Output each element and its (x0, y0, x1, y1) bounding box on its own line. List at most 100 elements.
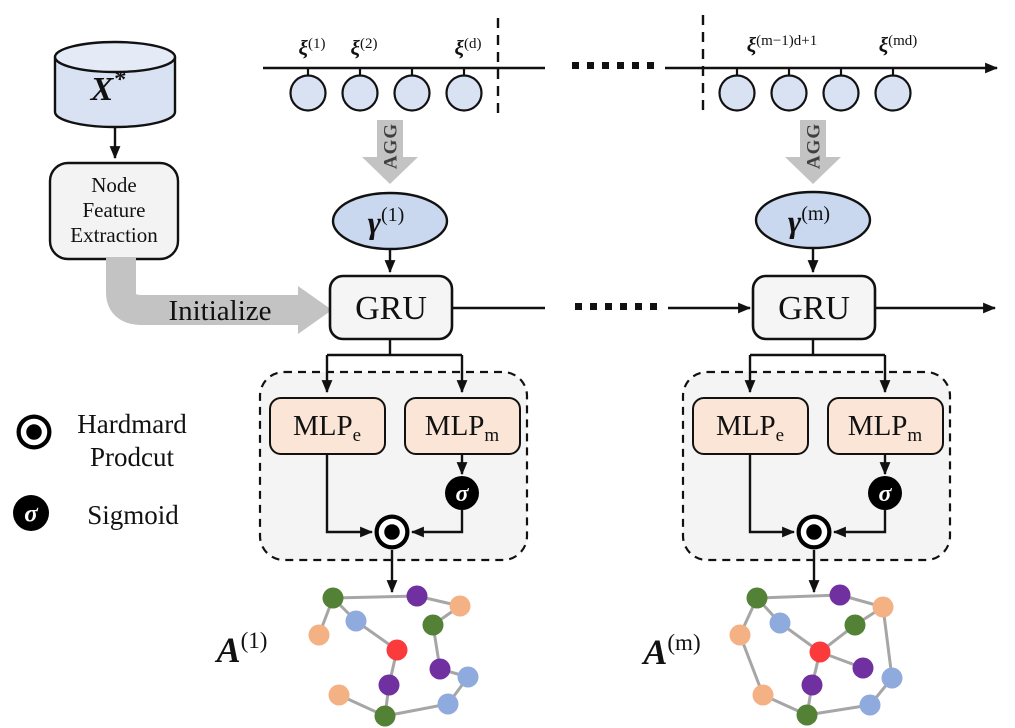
xi-label-2: ξ(2) (351, 36, 378, 60)
graph-node-blue (437, 693, 459, 715)
signal-circle-left-1 (289, 74, 327, 112)
ellipsis-dot (587, 62, 594, 69)
initialize-arrow: Initialize (106, 257, 332, 334)
legend: Hardmard Prodcut σ Sigmoid (13, 409, 187, 531)
gru-box-right: GRU (751, 274, 877, 341)
graph-node-green (746, 587, 768, 609)
sigma-symbol-right: σ (879, 481, 893, 507)
gru-split-left (327, 339, 462, 357)
graph-node-purple (829, 584, 851, 606)
ellipsis-dot (575, 303, 582, 310)
graph-node-blue (769, 612, 791, 634)
signal-circle-right-2 (770, 74, 808, 112)
ellipsis-dot (635, 303, 642, 310)
sigma-to-hadamard-line-left (424, 510, 464, 534)
gamma-ellipse-right: γ(m) (754, 190, 872, 250)
xi-label-1: ξ(1) (299, 36, 326, 60)
gamma-label-right: γ(m) (788, 203, 830, 239)
graph-node-purple (801, 674, 823, 696)
ellipsis-dot (590, 303, 597, 310)
graph-node-orange (308, 624, 330, 646)
graph-node-red (809, 641, 831, 663)
gamma-label-left: γ(1) (368, 204, 405, 240)
graph-edge (881, 606, 894, 679)
mlp-m-box-left: MLPm (404, 397, 521, 455)
agg-label-left: AGG (381, 123, 402, 169)
agg-label-right: AGG (804, 123, 825, 169)
node-feature-extraction-box: Node Feature Extraction (48, 161, 180, 261)
signal-circle-right-1 (718, 74, 756, 112)
graph-edge (332, 594, 418, 600)
graph-node-orange (449, 595, 471, 617)
mlp-m-box-right: MLPm (827, 397, 944, 455)
hadamard-circle-left (374, 514, 410, 550)
agg-arrow-left: AGG (362, 120, 418, 184)
graph-node-orange (752, 684, 774, 706)
xi-label-d: ξ(d) (455, 36, 482, 60)
gru-box-left: GRU (328, 274, 454, 341)
output-label-right: A(m) (641, 630, 700, 672)
graph-edge (806, 703, 871, 717)
mlpe-to-hadamard-line-left (325, 454, 360, 534)
graph-node-blue (345, 610, 367, 632)
mlp-e-label-right: MLPe (716, 410, 784, 446)
ellipsis-dot (617, 62, 624, 69)
signal-circle-left-3 (393, 74, 431, 112)
mlpe-to-hadamard-line-right (748, 454, 782, 534)
graph-node-blue (859, 694, 881, 716)
gru-label-left: GRU (355, 290, 427, 327)
graph-node-green (422, 614, 444, 636)
ellipsis-dot (650, 303, 657, 310)
sigma-circle-right: σ (868, 476, 902, 510)
graph-node-green (374, 705, 396, 727)
sigmoid-legend-symbol: σ (24, 501, 39, 528)
database-cylinder: X* (53, 40, 177, 129)
ellipsis-dot (572, 62, 579, 69)
output-graph-left (308, 585, 479, 727)
mlp-e-box-right: MLPe (692, 397, 809, 455)
mlp-m-label-right: MLPm (848, 410, 923, 446)
output-graph-right (729, 584, 903, 726)
hadamard-legend-label-line2: Prodcut (90, 442, 174, 472)
ellipsis-dot (605, 303, 612, 310)
output-label-left: A(1) (215, 628, 268, 670)
gamma-ellipse-left: γ(1) (331, 191, 449, 251)
nfe-line-1: Node (91, 173, 137, 197)
signal-circle-left-4 (445, 74, 483, 112)
mlp-m-label-left: MLPm (425, 410, 500, 446)
graph-node-orange (729, 624, 751, 646)
graph-node-green (796, 704, 818, 726)
hadamard-legend-label-line1: Hardmard (77, 409, 187, 439)
agg-arrow-right: AGG (785, 120, 841, 184)
gru-split-right (750, 339, 885, 357)
graph-node-blue (881, 667, 903, 689)
hadamard-legend-icon (16, 414, 52, 450)
nfe-line-2: Feature (83, 198, 146, 222)
graph-edge (384, 702, 449, 718)
graph-node-purple (378, 674, 400, 696)
graph-node-purple (852, 657, 874, 679)
timeline-ellipsis-dots (572, 62, 654, 69)
graph-node-green (322, 587, 344, 609)
sigmoid-legend-icon: σ (13, 495, 49, 531)
xi-label-m1d: ξ(m−1)d+1 (747, 33, 818, 57)
graph-node-orange (328, 684, 350, 706)
database-label: X* (90, 67, 127, 108)
ellipsis-dot (602, 62, 609, 69)
signal-circle-right-4 (874, 74, 912, 112)
ellipsis-dot (632, 62, 639, 69)
graph-node-green (844, 614, 866, 636)
ellipsis-dot (647, 62, 654, 69)
mlp-e-label-left: MLPe (293, 410, 361, 446)
graph-node-purple (406, 585, 428, 607)
graph-node-blue (457, 666, 479, 688)
graph-node-purple (429, 658, 451, 680)
sigma-circle-left: σ (445, 476, 479, 510)
graph-edge (738, 634, 765, 696)
graph-edge (756, 593, 841, 600)
ellipsis-dot (620, 303, 627, 310)
nfe-line-3: Extraction (70, 223, 158, 247)
initialize-label: Initialize (168, 295, 271, 327)
